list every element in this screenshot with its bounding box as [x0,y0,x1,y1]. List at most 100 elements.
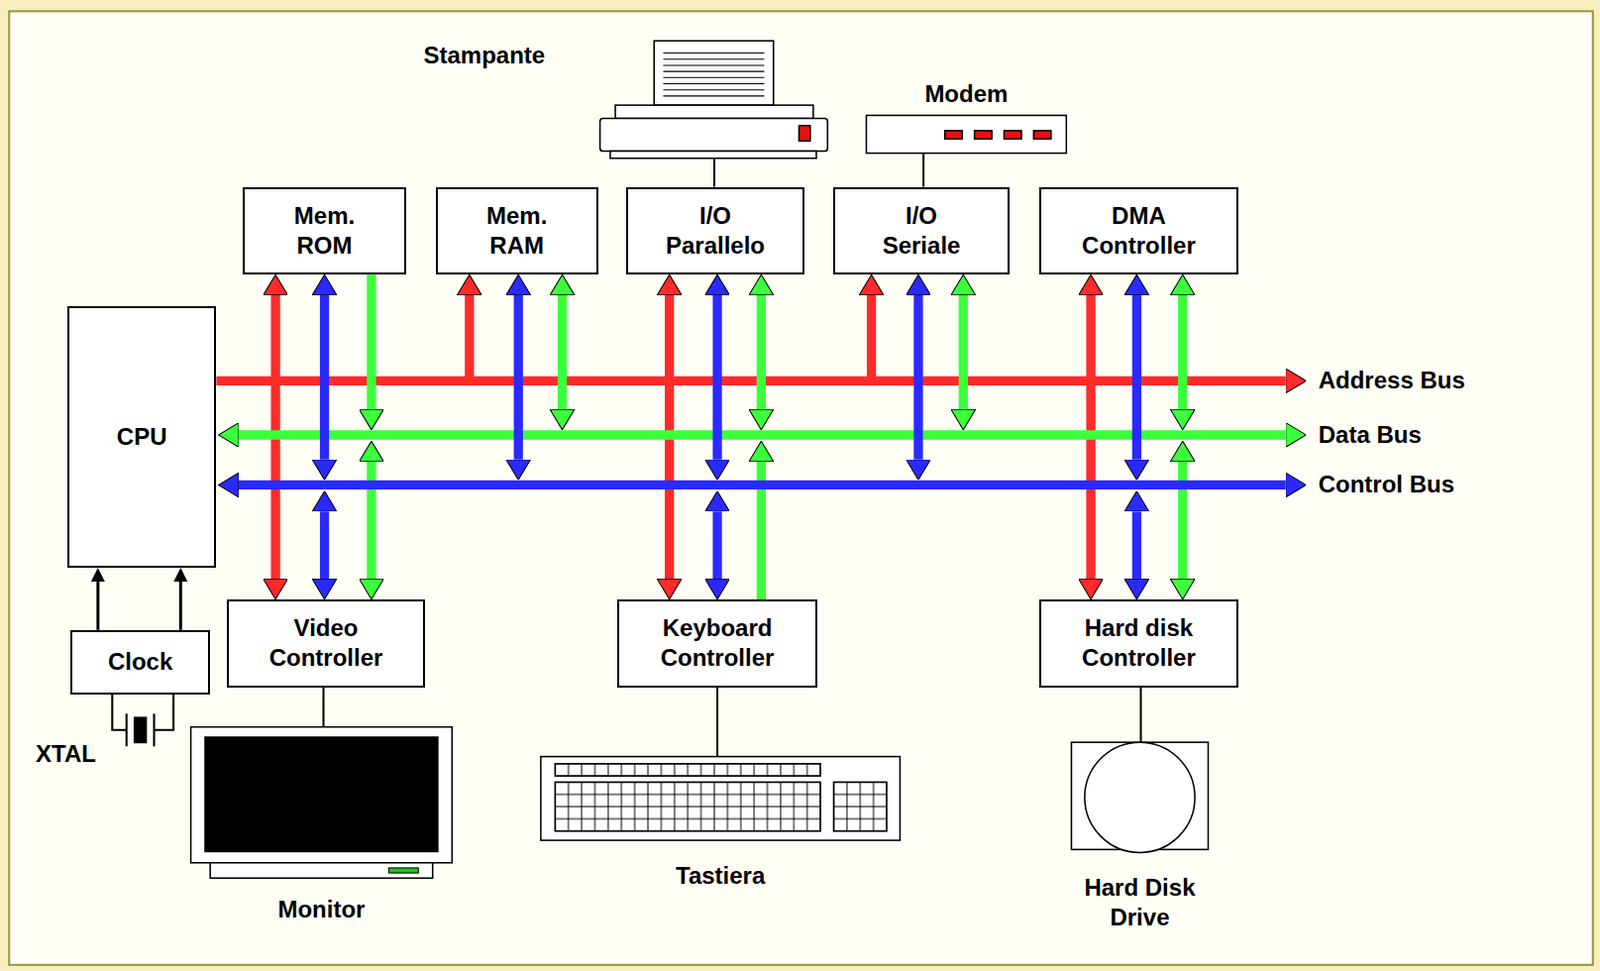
control-bus-arrows [514,295,524,460]
crystal-symbol [111,694,126,731]
arrow-head [91,567,106,582]
printer-area: Stampante [423,40,828,159]
keyboard-icon [540,756,901,842]
connector-line [713,158,716,188]
hard-disk-icon [1070,742,1208,853]
device-link [717,687,719,757]
controller-box: Video Controller [226,599,427,688]
address-bus-arrows [215,376,1285,386]
printer-icon [662,64,764,66]
crystal-symbol [134,717,146,743]
node-text: I/O Seriale [871,201,971,261]
node-text: I/O Parallelo [657,201,772,261]
io-box: I/O Parallelo [626,187,804,276]
bus-name: Data Bus [1318,420,1422,450]
data-bus-arrows [238,274,1286,600]
node-text: Mem. RAM [472,201,562,261]
data-bus-arrows [366,274,376,410]
data-bus-arrows [756,295,766,410]
control-bus-arrows [238,295,1286,579]
data-bus-arrows [959,295,968,410]
node-text: Hard Disk Drive [1070,872,1208,933]
clock-arrow [91,567,106,631]
bus-name: Control Bus [1318,469,1455,500]
control-bus-arrows [712,511,722,579]
connector-line [322,687,325,728]
control-bus-arrows [320,511,329,579]
printer-icon [662,58,764,60]
keyboard-area: Tastiera [540,756,901,891]
clock-box: Clock [70,630,211,695]
node-text: Monitor [277,894,365,925]
printer-icon [662,83,764,85]
node-text: Stampante [423,40,545,71]
node-text: Mem. ROM [280,201,370,261]
modem-icon [945,130,963,139]
connector-line [179,581,183,631]
crystal-symbol [125,713,128,747]
printer-icon [662,71,764,73]
node-text: Clock [107,646,173,677]
printer-icon [798,125,810,141]
io-box: I/O Seriale [833,187,1009,276]
connector-line [922,153,925,188]
address-bus-arrows [215,295,1285,579]
modem-icon [1033,130,1052,139]
control-bus-arrows [1132,511,1142,579]
keyboard-icon [833,781,887,831]
data-bus-arrows [1177,295,1187,410]
memory-box: Mem. RAM [435,187,599,276]
device-link [713,158,715,188]
data-bus-arrows [1177,461,1187,580]
printer-icon [662,77,764,79]
monitor-icon [388,867,419,873]
keyboard-icon [554,763,821,776]
printer-icon [653,40,774,106]
keyboard-icon [554,781,821,831]
printer-icon [615,105,814,118]
monitor-icon [210,862,433,878]
connector-line [1140,687,1143,744]
data-bus-arrows [557,295,567,410]
connector-line [96,581,100,631]
printer-icon [662,53,764,97]
node-text: Video Controller [251,613,401,673]
modem-icon [865,114,1067,153]
keyboard-icon [540,756,901,842]
address-bus-arrows [866,295,876,382]
connector-line [716,687,719,757]
device-link [322,687,324,728]
control-bus-arrows [320,295,329,460]
clock-arrow [173,567,188,631]
address-bus-arrows [464,295,474,382]
node-text: CPU [116,422,168,452]
monitor-icon [205,737,438,852]
disk-drive-area: Hard Disk Drive [1068,742,1210,933]
printer-icon [662,89,764,91]
crystal-symbol [111,694,174,747]
control-bus-arrows [913,295,923,460]
printer-icon [662,95,764,97]
bus-name: Address Bus [1318,365,1466,396]
modem-icon [974,130,993,139]
modem-icon [865,114,1067,153]
printer-icon [600,118,829,152]
data-bus-arrows [238,429,1286,439]
component-label: XTAL [35,739,97,769]
modem-area: Modem [865,79,1067,153]
node-text: Keyboard Controller [638,613,797,673]
page-frame [8,10,1594,964]
cpu-box: CPU [67,306,216,568]
node-text: Modem [924,79,1008,109]
monitor-icon [191,727,453,879]
device-link [1140,687,1142,744]
node-text: Tastiera [675,860,765,891]
controller-box: Hard disk Controller [1039,599,1240,688]
modem-icon [1003,130,1022,139]
device-link [923,153,925,188]
monitor-area: Monitor [191,727,453,925]
control-bus-arrows [712,295,722,460]
node-text: DMA Controller [1059,201,1218,261]
